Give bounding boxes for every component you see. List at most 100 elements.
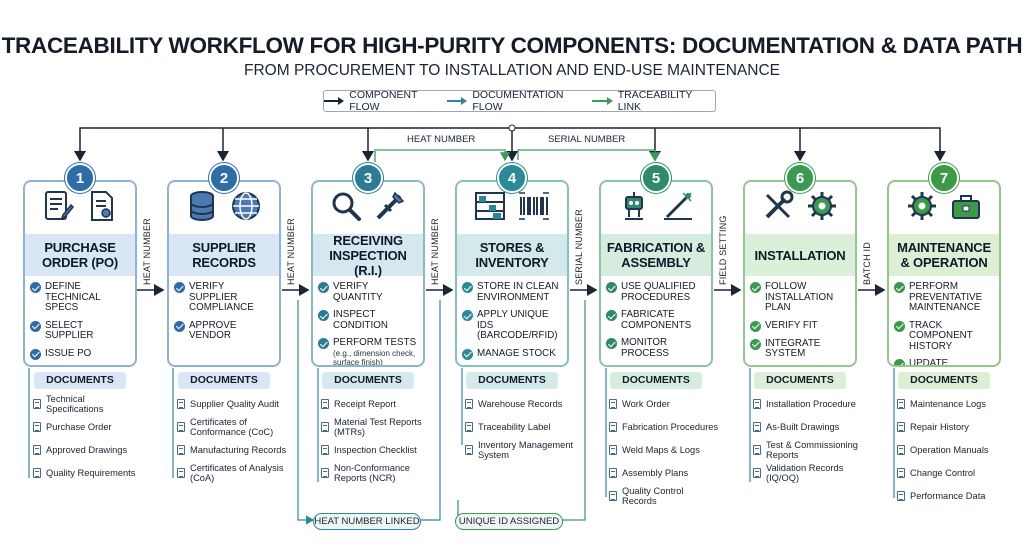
stage-name: MAINTENANCE & OPERATION (889, 234, 999, 276)
document-icon (321, 398, 329, 409)
document-item: Receipt Report (321, 392, 431, 415)
stage-task: APPROVE VENDOR (174, 320, 273, 342)
document-icon (465, 444, 473, 455)
check-icon (318, 338, 329, 349)
documents-header: DOCUMENTS (610, 372, 702, 389)
stage-task: UPDATE RECORDS (894, 358, 993, 365)
check-icon (606, 282, 617, 293)
document-icon (897, 398, 905, 409)
stage-task: FOLLOW INSTALLATION PLAN (750, 281, 849, 314)
legend-label: COMPONENT FLOW (349, 89, 418, 113)
document-label: Weld Maps & Logs (622, 444, 700, 455)
check-icon (462, 282, 473, 293)
document-icon (753, 444, 761, 455)
document-label: Test & Commissioning Reports (766, 439, 858, 460)
stage-number-badge: 2 (209, 163, 239, 193)
document-label: Supplier Quality Audit (190, 398, 279, 409)
stage-task: INTEGRATE SYSTEM (750, 338, 849, 360)
stage-task-text: FABRICATE COMPONENTS (621, 309, 692, 331)
stage-icons (313, 182, 423, 234)
document-label: Operation Manuals (910, 444, 989, 455)
certificate-icon (85, 189, 119, 228)
stage-name: SUPPLIER RECORDS (169, 234, 279, 276)
document-item: Fabrication Procedures (609, 415, 719, 438)
document-label: Installation Procedure (766, 398, 856, 409)
globe-icon (229, 189, 263, 228)
document-icon (897, 490, 905, 501)
document-icon (753, 421, 761, 432)
document-item: Operation Manuals (897, 438, 1007, 461)
document-label: Assembly Plans (622, 467, 689, 478)
stage-task: TRACK COMPONENT HISTORY (894, 320, 993, 353)
stage-task-text: PERFORM PREVENTATIVE MAINTENANCE (909, 281, 983, 313)
document-label: Material Test Reports (MTRs) (334, 416, 422, 437)
stage-task: PERFORM PREVENTATIVE MAINTENANCE (894, 281, 993, 314)
arrow-icon (447, 96, 468, 106)
document-icon (609, 421, 617, 432)
documents-header: DOCUMENTS (754, 372, 846, 389)
stage-card-1: PURCHASE ORDER (PO)DEFINE TECHNICAL SPEC… (23, 180, 137, 367)
document-item: Inspection Checklist (321, 438, 431, 461)
document-label: Purchase Order (46, 421, 112, 432)
document-item: Installation Procedure (753, 392, 863, 415)
check-icon (318, 282, 329, 293)
check-icon (750, 282, 761, 293)
document-icon (609, 490, 617, 501)
document-icon (897, 467, 905, 478)
document-label: Manufacturing Records (190, 444, 287, 455)
stage-task: APPLY UNIQUE IDS (Barcode/RFID) (462, 309, 561, 342)
document-item: Assembly Plans (609, 461, 719, 484)
check-icon (462, 348, 473, 360)
documents-header: DOCUMENTS (322, 372, 414, 389)
stage-number-badge: 7 (929, 163, 959, 193)
stage-task-text: FOLLOW INSTALLATION PLAN (765, 281, 834, 313)
document-label: Fabrication Procedures (622, 421, 719, 432)
check-icon (462, 310, 473, 321)
stage-task-text: MONITOR PROCESS (621, 337, 669, 359)
document-icon (321, 421, 329, 432)
connector-label: HEAT NUMBER (142, 218, 152, 285)
stage-number-badge: 4 (497, 163, 527, 193)
document-item: Manufacturing Records (177, 438, 287, 461)
legend-component-flow: COMPONENT FLOW (324, 89, 447, 113)
stage-task-text: DEFINE TECHNICAL SPECS (45, 281, 101, 313)
document-label: As-Built Drawings (766, 421, 840, 432)
document-item: Warehouse Records (465, 392, 575, 415)
document-item: Approved Drawings (33, 438, 143, 461)
document-item: Inventory Management System (465, 438, 575, 461)
document-item: Repair History (897, 415, 1007, 438)
document-label: Repair History (910, 421, 969, 432)
document-label: Change Control (910, 467, 976, 478)
connector-label: SERIAL NUMBER (574, 209, 584, 285)
document-label: Performance Data (910, 490, 986, 501)
stage-task-text: INSPECT CONDITION (333, 309, 388, 331)
document-item: Non-Conformance Reports (NCR) (321, 461, 431, 484)
documents-header: DOCUMENTS (898, 372, 990, 389)
heat-number-linked-pill: HEAT NUMBER LINKED (313, 513, 421, 530)
stage-task: PERFORM TESTS(e.g., dimension check, sur… (318, 337, 417, 365)
document-icon (465, 421, 473, 432)
database-icon (185, 189, 219, 228)
shelving-icon (473, 189, 507, 228)
stage-task: SELECT SUPPLIER (30, 320, 129, 342)
document-label: Certificates of Analysis (CoA) (190, 462, 284, 483)
toolbox-icon (949, 189, 983, 228)
document-label: Validation Records (IQ/OQ) (766, 462, 844, 483)
connector-label: HEAT NUMBER (430, 218, 440, 285)
legend-traceability-link: TRACEABILITY LINK (592, 89, 715, 113)
document-item: Validation Records (IQ/OQ) (753, 461, 863, 484)
check-icon (894, 320, 905, 332)
document-item: Work Order (609, 392, 719, 415)
document-label: Inventory Management System (478, 439, 574, 460)
legend: COMPONENT FLOW DOCUMENTATION FLOW TRACEA… (323, 89, 716, 113)
document-label: Quality Requirements (46, 467, 136, 478)
connector-label: HEAT NUMBER (286, 218, 296, 285)
